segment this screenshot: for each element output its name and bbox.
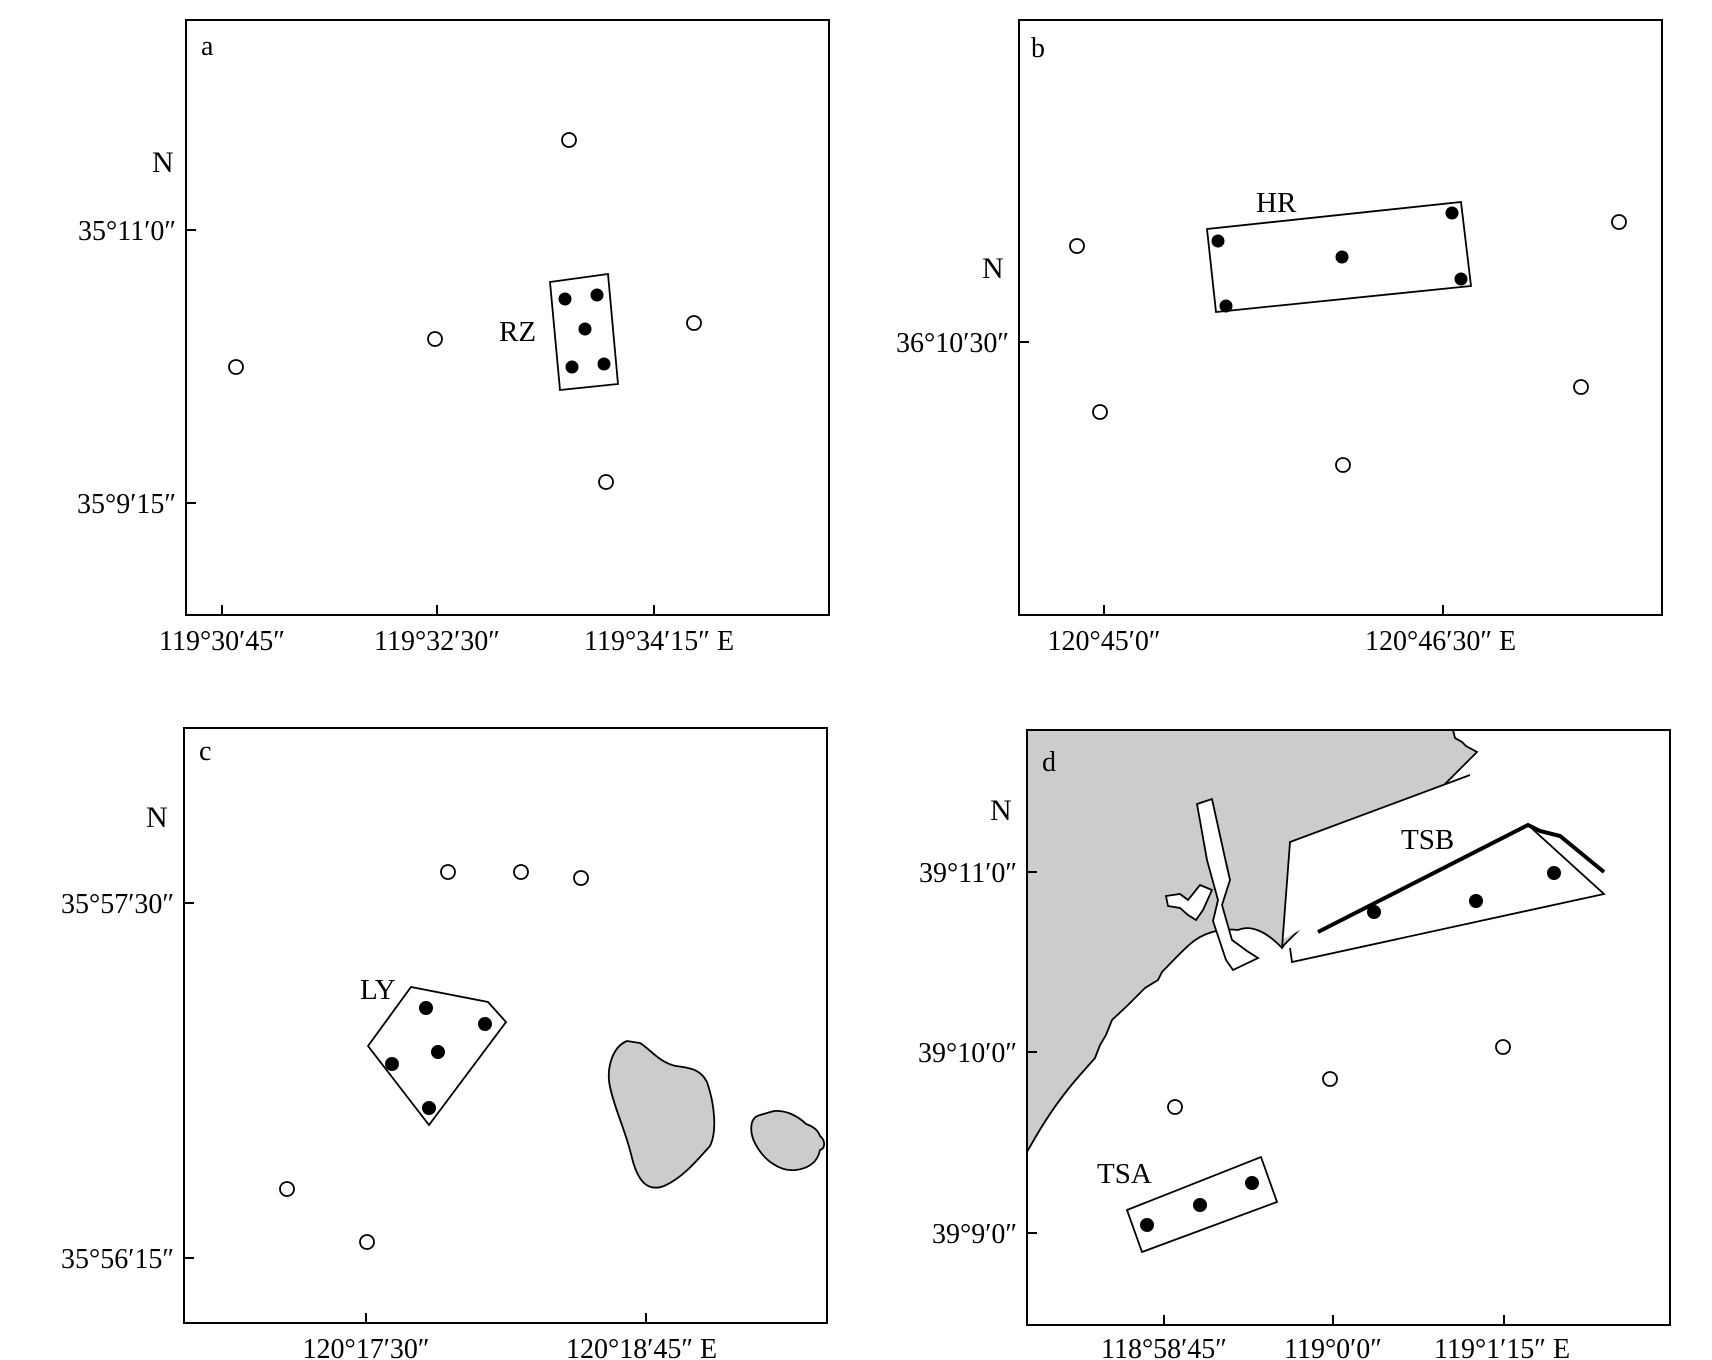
ly-station xyxy=(385,1057,399,1071)
ly-station xyxy=(419,1001,433,1015)
harbor-jetty-outline xyxy=(1164,883,1214,922)
tsb-station xyxy=(1547,866,1561,880)
panel-d-ytick-label-3: 39°9′0″ xyxy=(932,1219,1017,1250)
panel-d: TSB d N 39°11′0″ 39°10′0″ 39°9′0″ 118°58… xyxy=(918,729,1671,1360)
panel-a-ytick-label-2: 35°9′15″ xyxy=(77,489,176,520)
reference-station xyxy=(1611,214,1627,230)
tsa-site-label: TSA xyxy=(1097,1158,1152,1190)
panel-d-ytick-label-1: 39°11′0″ xyxy=(919,858,1017,889)
ly-site-label: LY xyxy=(360,974,396,1006)
reference-station xyxy=(1573,379,1589,395)
panel-c-letter: c xyxy=(199,736,211,767)
panel-b-xtick-label-1: 120°45′0″ xyxy=(1048,626,1161,657)
panel-a-north-label: N xyxy=(152,146,174,179)
panel-d-letter: d xyxy=(1042,747,1056,778)
tsa-area-outline xyxy=(1125,1155,1279,1254)
reference-station xyxy=(561,132,577,148)
reference-station xyxy=(686,315,702,331)
panel-a: a N 35°11′0″ 35°9′15″ 119°30′45″ 119°32′… xyxy=(77,19,830,657)
tsb-site-label: TSB xyxy=(1401,824,1454,856)
panel-c-north-label: N xyxy=(146,801,168,834)
reference-station xyxy=(1167,1099,1183,1115)
reference-station xyxy=(427,331,443,347)
reference-station xyxy=(359,1234,375,1250)
panel-a-xtick-label-1: 119°30′45″ xyxy=(159,626,285,657)
panel-c-ytick-label-1: 35°57′30″ xyxy=(61,889,174,920)
rz-station xyxy=(578,322,592,336)
hr-site-label: HR xyxy=(1256,187,1297,219)
panel-b: b N 36°10′30″ 120°45′0″ 120°46′30″ E HR xyxy=(896,19,1663,657)
hr-station xyxy=(1211,234,1225,248)
harbor-pier-outline xyxy=(1195,797,1260,972)
hr-station xyxy=(1219,299,1233,313)
panel-a-letter: a xyxy=(201,31,214,62)
panel-c-ytick-label-2: 35°56′15″ xyxy=(61,1244,174,1275)
island-right xyxy=(750,1110,826,1172)
rz-station xyxy=(558,292,572,306)
panel-b-frame xyxy=(1018,19,1663,616)
panel-a-ytick-label-1: 35°11′0″ xyxy=(78,216,176,247)
panel-c: c N 35°57′30″ 35°56′15″ 120°17′30″ 120°1… xyxy=(61,727,828,1360)
rz-area-outline xyxy=(549,272,619,391)
reference-station xyxy=(513,864,529,880)
reclaimed-land-outline xyxy=(1281,774,1471,949)
panel-d-north-label: N xyxy=(990,794,1012,827)
tsb-breakwater xyxy=(1317,822,1606,934)
rz-station xyxy=(590,288,604,302)
panel-b-letter: b xyxy=(1031,33,1045,64)
panel-d-ytick-label-2: 39°10′0″ xyxy=(918,1038,1017,1069)
panel-d-xtick-label-3: 119°1′15″ E xyxy=(1434,1334,1570,1360)
panel-d-xtick-label-2: 119°0′0″ xyxy=(1284,1334,1382,1360)
reference-station xyxy=(1495,1039,1511,1055)
ly-station xyxy=(478,1017,492,1031)
panel-d-frame xyxy=(1026,729,1671,1326)
tsb-station xyxy=(1367,905,1381,919)
reference-station xyxy=(598,474,614,490)
harbor-pier xyxy=(1197,799,1258,970)
rz-station xyxy=(597,357,611,371)
rz-station xyxy=(565,360,579,374)
tsb-station xyxy=(1469,894,1483,908)
hr-station xyxy=(1335,250,1349,264)
panel-a-xtick-label-2: 119°32′30″ xyxy=(374,626,500,657)
ly-area-outline xyxy=(366,986,508,1127)
ly-station xyxy=(431,1045,445,1059)
hr-station xyxy=(1445,206,1459,220)
panel-c-frame xyxy=(183,727,828,1324)
panel-a-frame xyxy=(185,19,830,616)
tsb-area-fill xyxy=(1292,825,1604,962)
reference-station xyxy=(573,870,589,886)
reference-station xyxy=(1092,404,1108,420)
panel-c-xtick-label-2: 120°18′45″ E xyxy=(566,1334,717,1360)
tsa-station xyxy=(1140,1218,1154,1232)
reference-station xyxy=(440,864,456,880)
ly-station xyxy=(422,1101,436,1115)
mainland xyxy=(1026,729,1479,1156)
harbor-jetty xyxy=(1166,885,1212,920)
panel-b-xtick-label-2: 120°46′30″ E xyxy=(1365,626,1516,657)
panel-d-xtick-label-1: 118°58′45″ xyxy=(1101,1334,1227,1360)
hr-station xyxy=(1454,272,1468,286)
reference-station xyxy=(279,1181,295,1197)
reclaimed-land xyxy=(1282,772,1536,940)
reference-station xyxy=(1069,238,1085,254)
panel-c-xtick-label-1: 120°17′30″ xyxy=(303,1334,430,1360)
reference-station xyxy=(1322,1071,1338,1087)
reference-station xyxy=(1335,457,1351,473)
panel-b-north-label: N xyxy=(982,252,1004,285)
rz-site-label: RZ xyxy=(499,316,536,348)
tsa-station xyxy=(1245,1176,1259,1190)
panel-b-ytick-label-1: 36°10′30″ xyxy=(896,328,1009,359)
tsa-station xyxy=(1193,1198,1207,1212)
hr-area-outline xyxy=(1206,201,1473,313)
island-left xyxy=(607,1040,716,1189)
reference-station xyxy=(228,359,244,375)
panel-a-xtick-label-3: 119°34′15″ E xyxy=(584,626,734,657)
